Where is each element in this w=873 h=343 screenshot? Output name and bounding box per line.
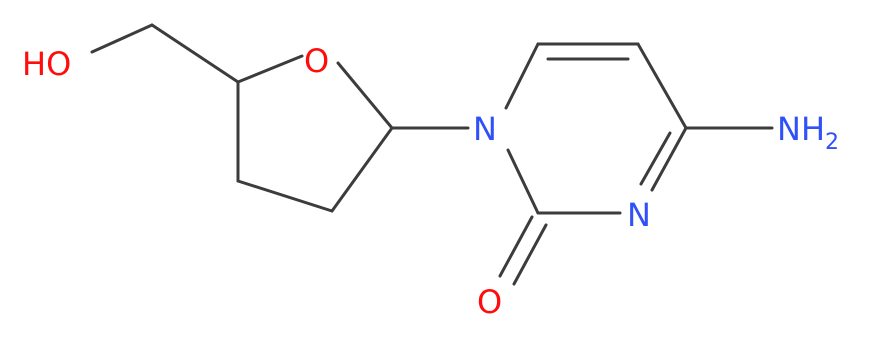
carbonyl-oxygen-label: O: [477, 283, 502, 321]
bond-c5-oring: [236, 54, 304, 84]
amino-main: NH: [777, 110, 825, 148]
bond-c2-n1-ring: [506, 148, 540, 215]
bond-c4-n3: [650, 126, 688, 192]
n3-label: N: [627, 196, 651, 234]
bond-c2-o: [498, 215, 534, 278]
ring-oxygen-label: O: [304, 42, 329, 80]
bond-oring-c2: [336, 61, 394, 130]
bond-n1-c6: [504, 42, 540, 110]
bond-c3-c2: [330, 126, 394, 213]
amino-label: NH2: [777, 110, 839, 155]
bond-c5-c4-ring: [636, 42, 688, 130]
bond-c2-o-inner: [512, 223, 548, 286]
bond-group: [90, 23, 774, 286]
bond-c4-c3: [236, 179, 334, 213]
hydroxyl-label: HO: [22, 45, 71, 83]
bond-ch2-c5: [150, 23, 240, 84]
amino-subscript: 2: [825, 130, 839, 155]
n1-label: N: [473, 110, 497, 148]
bond-c4-n3-inner: [639, 131, 672, 186]
bond-ho-ch2: [90, 23, 154, 54]
